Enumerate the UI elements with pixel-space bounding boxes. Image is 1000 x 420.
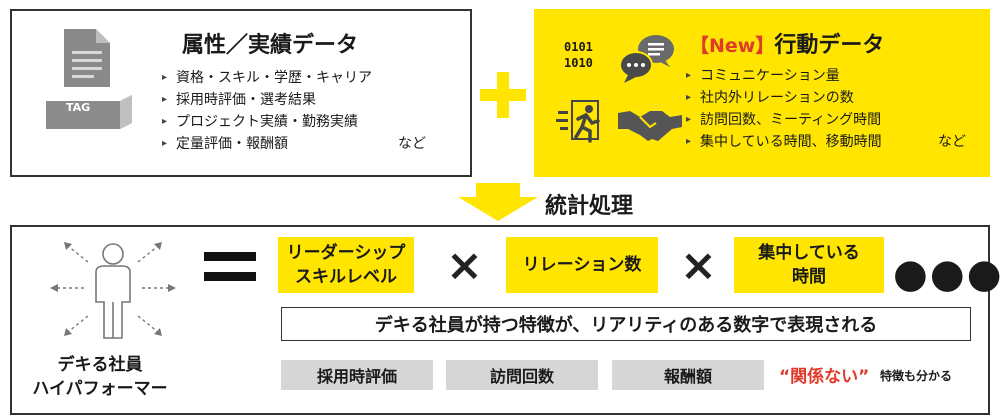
person-icon — [50, 242, 176, 339]
list-item: プロジェクト実績・勤務実績 — [162, 111, 372, 133]
high-performer-label: デキる社員 ハイパフォーマー — [32, 355, 168, 399]
list-item: 定量評価・報酬額 — [162, 133, 372, 155]
chat-icon — [619, 35, 674, 83]
multiply-icon: × — [680, 240, 717, 291]
behavior-list: コミュニケーション量 社内外リレーションの数 訪問回数、ミーティング時間 集中し… — [686, 65, 882, 153]
ellipsis-icon: ●●● — [893, 251, 1000, 297]
plus-icon — [480, 72, 526, 118]
attribute-title: 属性／実績データ — [182, 33, 359, 58]
equals-icon — [204, 248, 256, 284]
multiply-icon: × — [446, 240, 483, 291]
etc-label: など — [938, 134, 966, 150]
binary-icon: 0101 1010 — [564, 40, 593, 70]
tag-icon — [46, 95, 132, 129]
list-item: 資格・スキル・学歴・キャリア — [162, 67, 372, 89]
behavior-data-box: 0101 1010 【New】行動データ コミュニケーション量 社内外リレーショ… — [534, 9, 990, 177]
unrelated-note: 特徴も分かる — [880, 369, 953, 383]
result-statement: デキる社員が持つ特徴が、リアリティのある数字で表現される — [281, 307, 971, 341]
statistical-processing-label: 統計処理 — [545, 194, 634, 219]
factor-chip-focus-time: 集中している時間 — [734, 237, 884, 293]
unrelated-label: “関係ない” — [779, 367, 870, 387]
example-chip: 訪問回数 — [446, 360, 598, 390]
etc-label: など — [398, 136, 426, 152]
down-arrow-icon — [458, 183, 538, 221]
list-item: コミュニケーション量 — [686, 65, 882, 87]
list-item: 集中している時間、移動時間 — [686, 131, 882, 153]
attribute-data-box: TAG 属性／実績データ 資格・スキル・学歴・キャリア 採用時評価・選考結果 プ… — [10, 9, 472, 177]
document-icon — [64, 29, 110, 87]
factor-chip-leadership: リーダーシップスキルレベル — [278, 237, 414, 293]
list-item: 訪問回数、ミーティング時間 — [686, 109, 882, 131]
tag-label: TAG — [66, 101, 91, 114]
factor-chip-relations: リレーション数 — [506, 237, 658, 293]
attribute-list: 資格・スキル・学歴・キャリア 採用時評価・選考結果 プロジェクト実績・勤務実績 … — [162, 67, 372, 155]
list-item: 採用時評価・選考結果 — [162, 89, 372, 111]
example-chip: 採用時評価 — [281, 360, 433, 390]
behavior-title: 【New】行動データ — [690, 33, 885, 58]
handshake-icon — [618, 111, 682, 141]
example-chip: 報酬額 — [612, 360, 764, 390]
new-badge: 【New】 — [690, 35, 775, 57]
running-person-icon — [556, 100, 600, 143]
list-item: 社内外リレーションの数 — [686, 87, 882, 109]
